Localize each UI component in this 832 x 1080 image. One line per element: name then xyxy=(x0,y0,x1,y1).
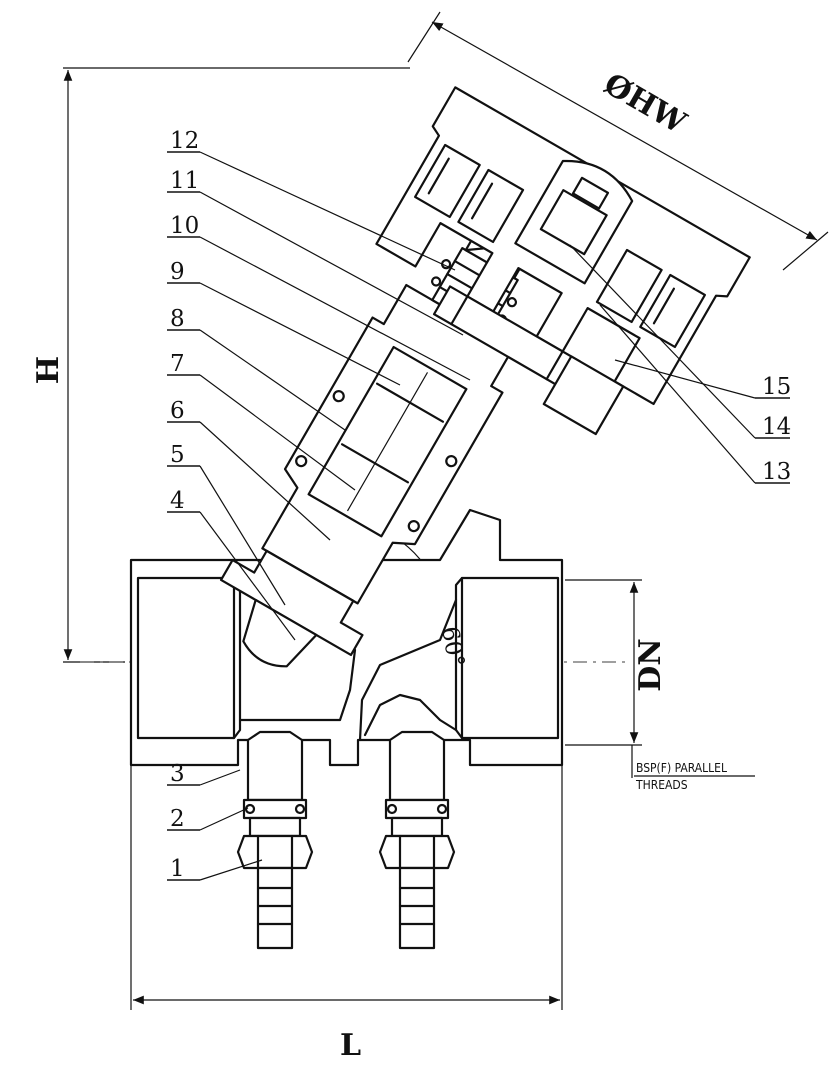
test-point-left xyxy=(236,730,314,950)
dimension-label-length: L xyxy=(340,1028,361,1063)
dimension-label-height: H xyxy=(31,356,66,384)
part-label-12: 12 xyxy=(170,128,199,154)
part-label-11: 11 xyxy=(170,168,199,194)
part-label-4: 4 xyxy=(170,488,185,514)
part-label-3: 3 xyxy=(170,761,185,787)
part-label-9: 9 xyxy=(170,259,185,285)
handwheel xyxy=(375,86,751,436)
leader-lines xyxy=(167,151,790,881)
part-label-6: 6 xyxy=(170,398,185,424)
thread-note-line2: THREADS xyxy=(635,778,688,792)
dimension-label-dn: DN xyxy=(633,638,668,691)
part-label-8: 8 xyxy=(170,306,185,332)
part-label-14: 14 xyxy=(762,414,791,440)
part-label-7: 7 xyxy=(170,351,185,377)
thread-note: BSP(F) PARALLEL THREADS xyxy=(631,745,755,792)
part-labels: 12 11 10 9 8 7 6 5 4 3 2 1 15 14 13 xyxy=(170,128,791,882)
thread-note-line1: BSP(F) PARALLEL xyxy=(636,761,727,775)
part-label-5: 5 xyxy=(170,442,185,468)
test-point-right xyxy=(378,730,456,950)
part-label-15: 15 xyxy=(762,374,791,400)
part-label-13: 13 xyxy=(762,459,791,485)
part-label-2: 2 xyxy=(170,806,185,832)
part-label-10: 10 xyxy=(170,213,199,239)
part-label-1: 1 xyxy=(170,856,185,882)
dimension-label-handwheel: ØHW xyxy=(598,67,693,142)
